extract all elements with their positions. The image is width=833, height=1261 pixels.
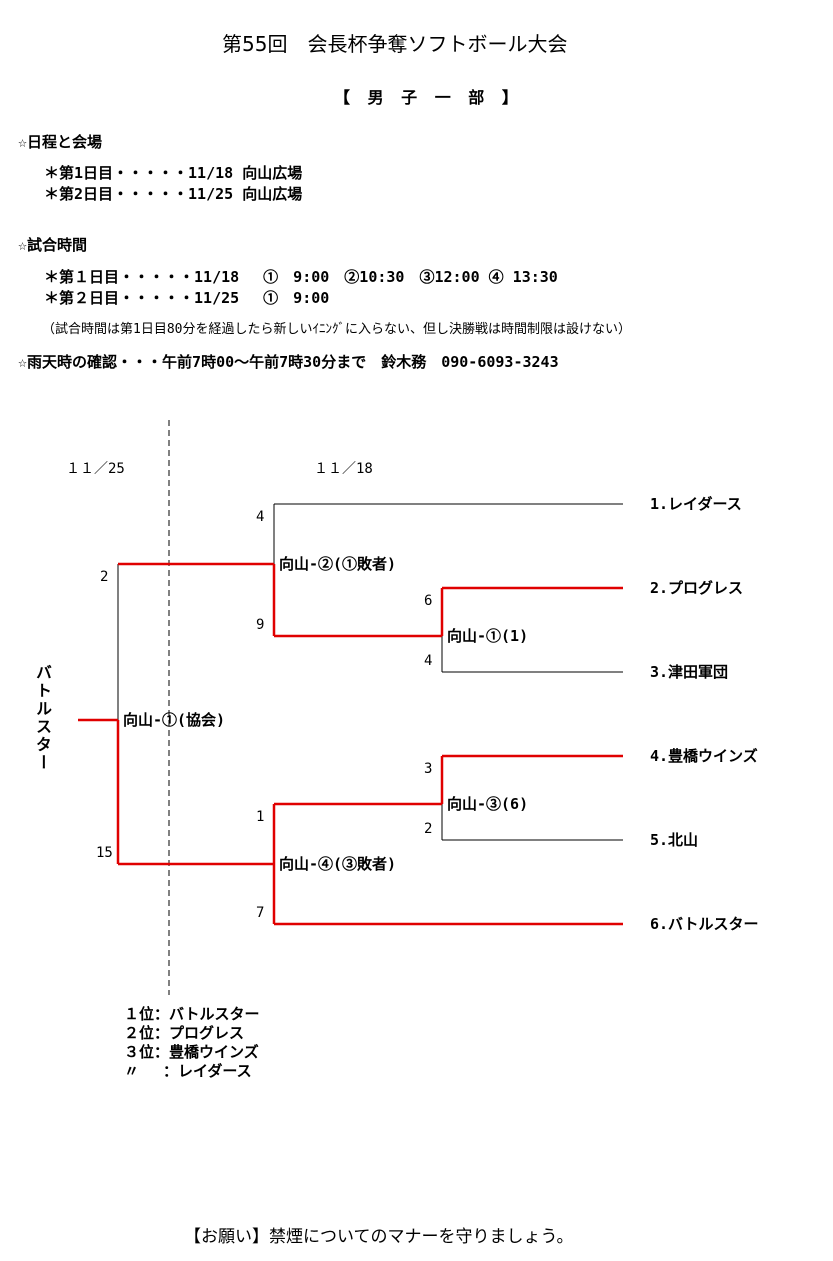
score-m3-top: 3	[424, 761, 433, 777]
score-m1-bottom: 4	[424, 653, 433, 669]
bracket-lines-red	[78, 562, 623, 926]
rain-contact: ☆雨天時の確認・・・午前7時00～午前7時30分まで 鈴木務 090-6093-…	[18, 353, 559, 371]
final-match-label: 向山-①(協会)	[123, 711, 226, 729]
result-2nd: ２位：プログレス	[124, 1024, 245, 1042]
score-m3-bottom: 2	[424, 821, 433, 837]
bracket-lines-black	[117, 503, 623, 841]
team-6: 6.バトルスター	[650, 915, 759, 933]
champion-vertical-label: バトルスター	[33, 664, 52, 772]
schedule-day2: ＊第2日目・・・・・11/25 向山広場	[44, 185, 303, 203]
match-1-label: 向山-①(1)	[447, 627, 529, 645]
match-2-label: 向山-②(①敗者)	[279, 555, 397, 573]
result-1st: １位：バトルスター	[124, 1005, 260, 1023]
score-final-top: 2	[100, 569, 109, 585]
team-4: 4.豊橋ウインズ	[650, 747, 758, 765]
score-m4-top: 1	[256, 809, 265, 825]
match-4-label: 向山-④(③敗者)	[279, 855, 397, 873]
date-day1: １１／18	[314, 461, 373, 477]
times-heading: ☆試合時間	[18, 236, 88, 254]
match-3-label: 向山-③(6)	[447, 795, 529, 813]
score-m1-top: 6	[424, 593, 433, 609]
score-m2-bottom: 9	[256, 617, 265, 633]
team-5: 5.北山	[650, 831, 699, 849]
score-m2-top: 4	[256, 509, 265, 525]
page-title: 第55回 会長杯争奪ソフトボール大会	[222, 32, 568, 56]
schedule-heading: ☆日程と会場	[18, 133, 103, 151]
team-1: 1.レイダース	[650, 495, 742, 513]
times-day1: ＊第１日目・・・・・11/18 ① 9:00 ②10:30 ③12:00 ④ 1…	[44, 268, 558, 286]
division-label: 【 男 子 一 部 】	[334, 88, 524, 107]
date-day2: １１／25	[66, 461, 125, 477]
score-m4-bottom: 7	[256, 905, 265, 921]
result-3rd-tie: 〃 ：レイダース	[124, 1062, 252, 1080]
team-3: 3.津田軍団	[650, 663, 729, 681]
footer-notice: 【お願い】禁煙についてのマナーを守りましょう。	[184, 1227, 574, 1247]
times-note: （試合時間は第1日目80分を経過したら新しいｲﾆﾝｸﾞに入らない、但し決勝戦は時…	[42, 322, 631, 337]
result-3rd: ３位：豊橋ウインズ	[124, 1043, 259, 1061]
score-final-bottom: 15	[96, 845, 113, 861]
schedule-day1: ＊第1日目・・・・・11/18 向山広場	[44, 164, 303, 182]
times-day2: ＊第２日目・・・・・11/25 ① 9:00	[44, 289, 330, 307]
team-2: 2.プログレス	[650, 579, 744, 597]
